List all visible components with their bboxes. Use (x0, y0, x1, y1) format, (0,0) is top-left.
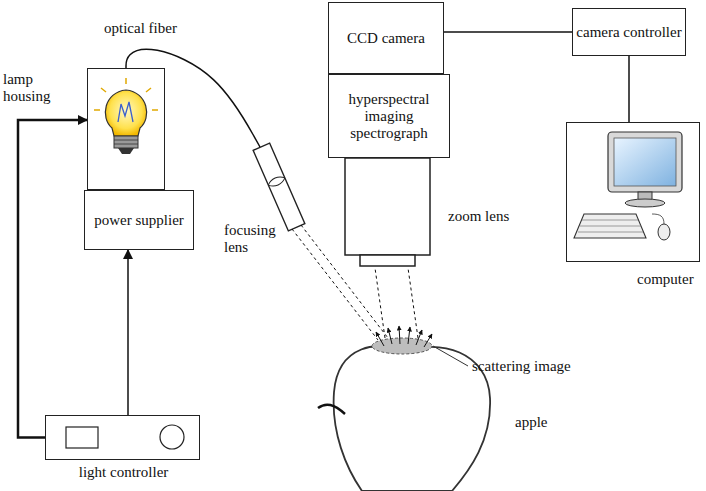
computer-box: computer (566, 122, 700, 262)
node-label: lamp housing (3, 71, 65, 105)
edge-label: optical fiber (104, 20, 177, 37)
leader-line (433, 346, 468, 366)
zoom-lens-body (345, 158, 430, 266)
camera-box: CCD camera (328, 2, 444, 74)
light-beam (292, 225, 388, 340)
node-label: camera controller (576, 24, 681, 41)
node-label: focusing lens (224, 222, 280, 256)
connector-line (444, 31, 572, 33)
node-label: CCD camera (347, 30, 425, 47)
connector-line (628, 56, 630, 122)
computer-illustration (574, 132, 682, 240)
apple-node: apple (330, 336, 495, 491)
focusing-lens: focusing lens (250, 142, 306, 234)
spectrograph-box: hyperspectral imaging spectrograph (328, 74, 450, 158)
lamp-housing-box: lamp housing (87, 68, 165, 190)
optical-fiber (126, 49, 260, 147)
light-beam (375, 268, 418, 338)
callout-label: scattering image (472, 358, 571, 375)
zoom-lens: zoom lens (345, 158, 430, 268)
scattering-spot (372, 326, 468, 366)
node-label: apple (515, 414, 575, 431)
focusing-lens-tube (253, 143, 305, 231)
power-supply-box: power supplier (84, 190, 194, 250)
connector-line (18, 120, 87, 438)
node-label: computer (637, 271, 701, 288)
light-bulb (94, 78, 158, 154)
connector-line (127, 250, 129, 415)
node-label: light controller (46, 464, 201, 481)
node-label: hyperspectral imaging spectrograph (329, 91, 449, 142)
controller-device: light controller (45, 415, 200, 460)
controller-panel (66, 425, 184, 449)
controller-box: camera controller (572, 8, 686, 56)
apple-outline (318, 346, 490, 491)
node-label: power supplier (94, 212, 184, 229)
node-label: zoom lens (448, 208, 528, 225)
